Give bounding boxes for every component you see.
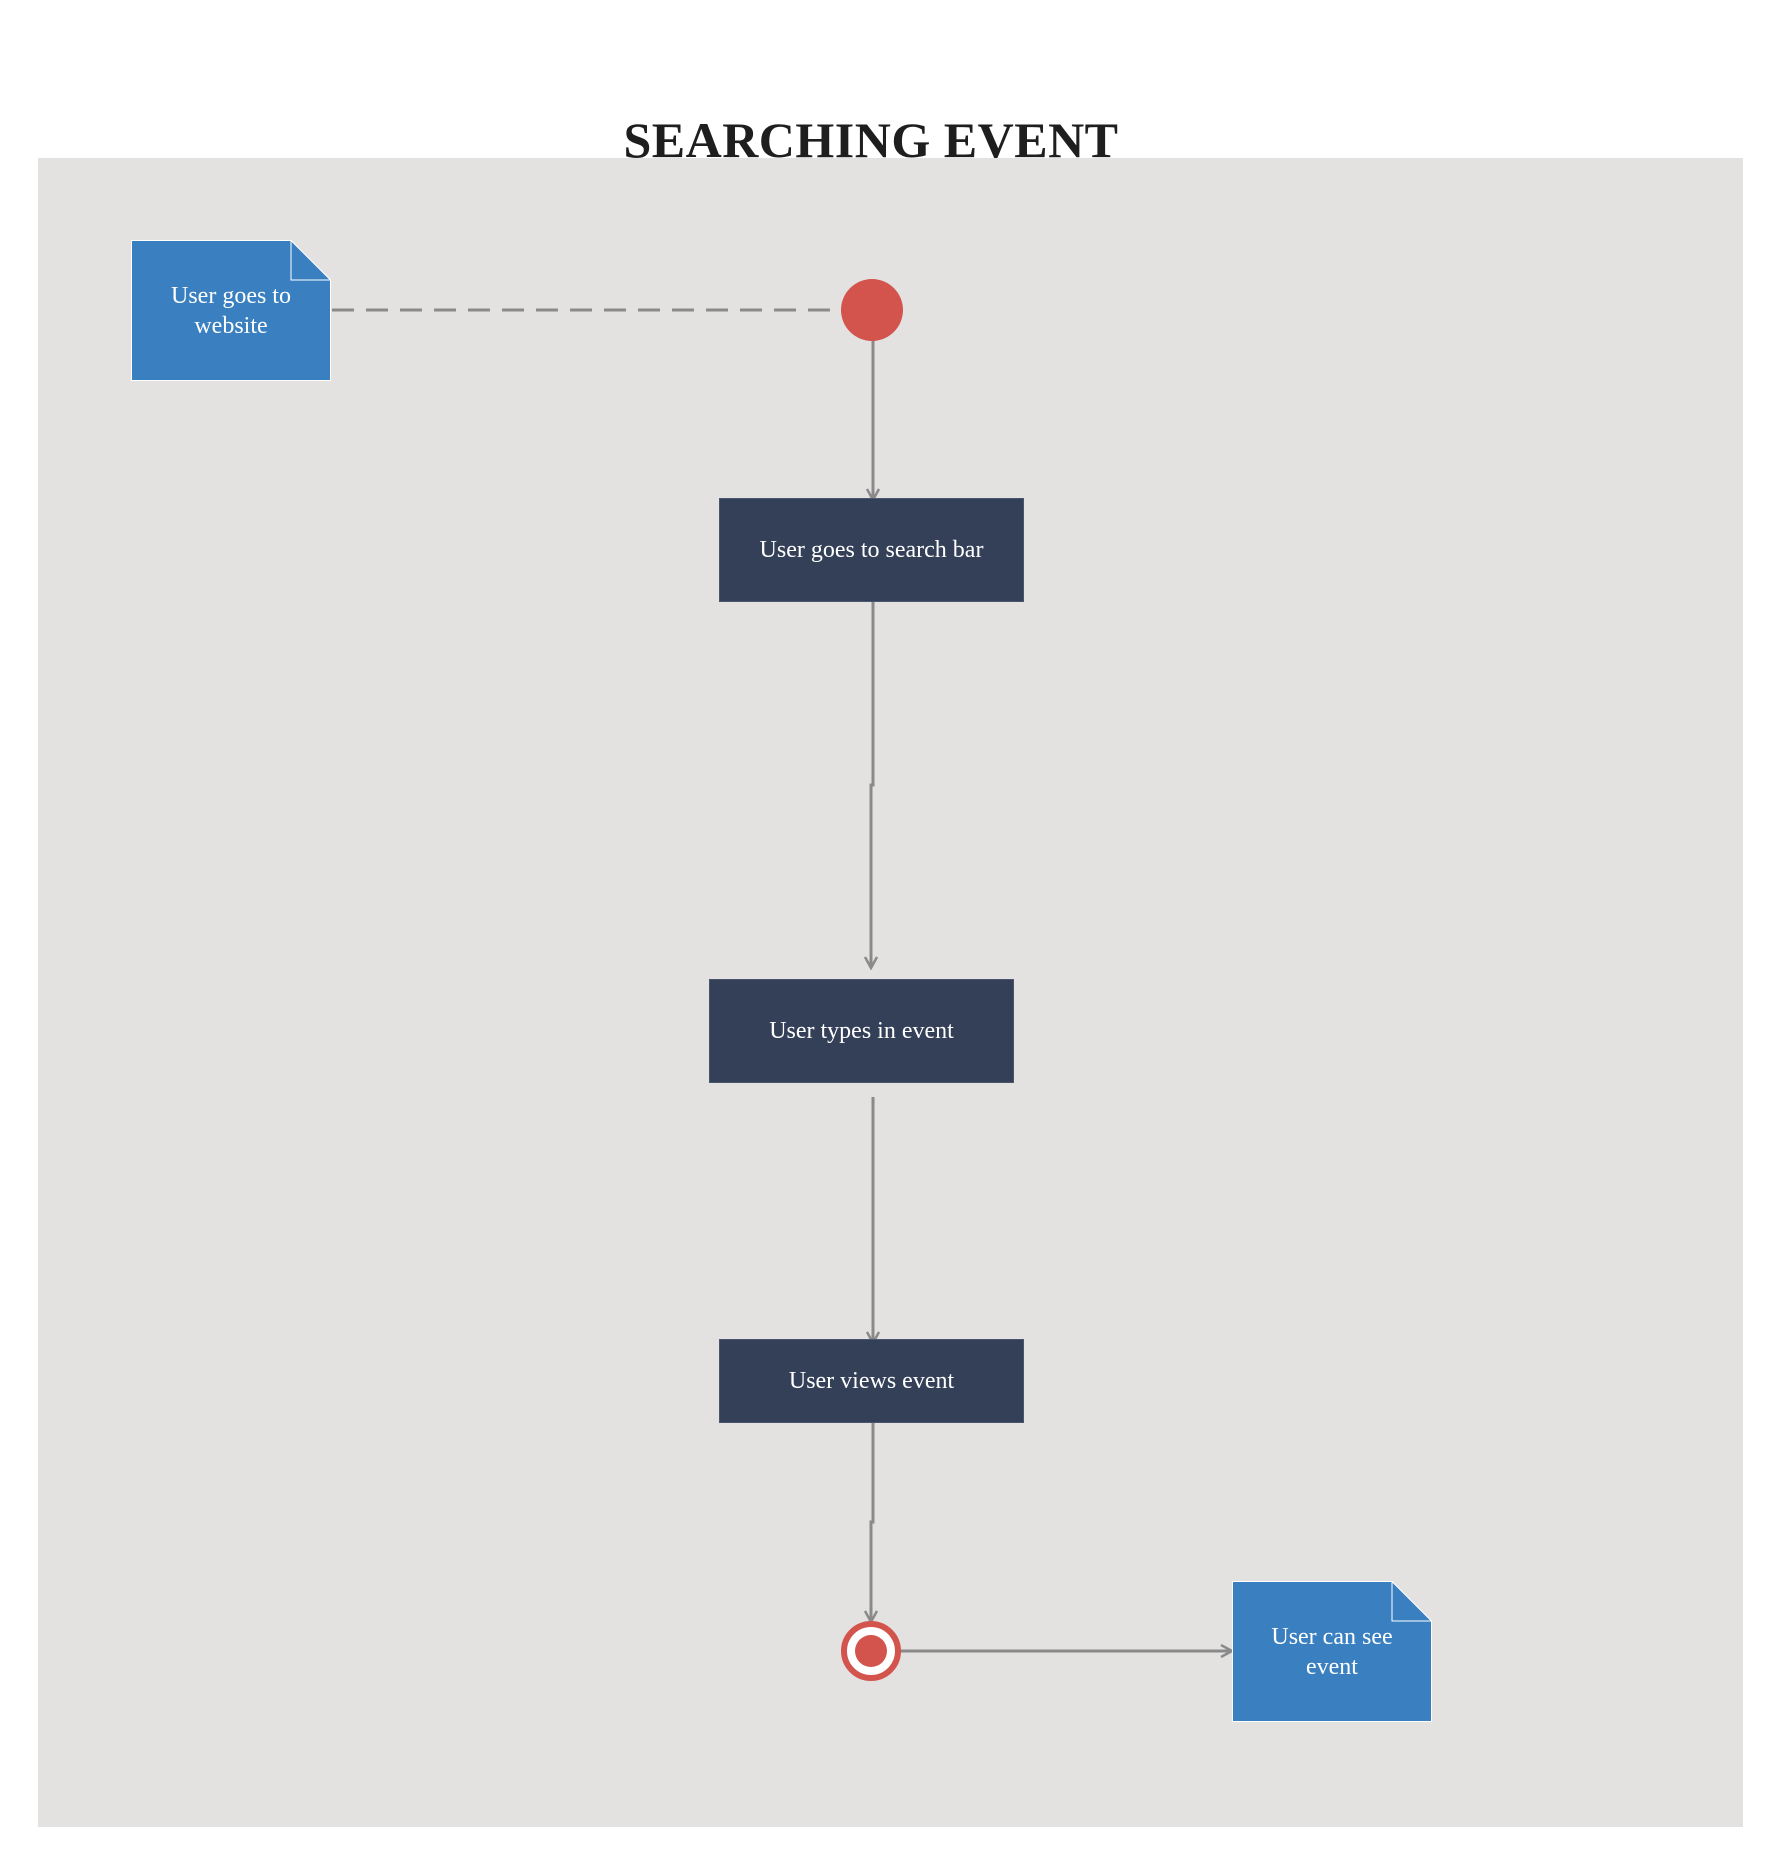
- flow-arrow-search-to-types: [871, 602, 873, 968]
- note-user-goes-to-website: User goes to website: [131, 240, 331, 381]
- final-node: [841, 1621, 901, 1681]
- action-label: User goes to search bar: [759, 536, 984, 563]
- action-label: User types in event: [769, 1017, 954, 1044]
- initial-node: [841, 279, 903, 341]
- action-user-types-in-event: User types in event: [709, 979, 1014, 1083]
- note-label: User can see event: [1271, 1623, 1393, 1680]
- action-user-goes-to-search-bar: User goes to search bar: [719, 498, 1024, 602]
- note-shape: [131, 240, 331, 381]
- note-label: User goes to website: [171, 282, 291, 339]
- action-user-views-event: User views event: [719, 1339, 1024, 1423]
- note-shape: [1232, 1581, 1432, 1722]
- flow-arrow-views-to-final: [871, 1422, 873, 1622]
- note-user-can-see-event: User can see event: [1232, 1581, 1432, 1722]
- action-label: User views event: [788, 1367, 955, 1394]
